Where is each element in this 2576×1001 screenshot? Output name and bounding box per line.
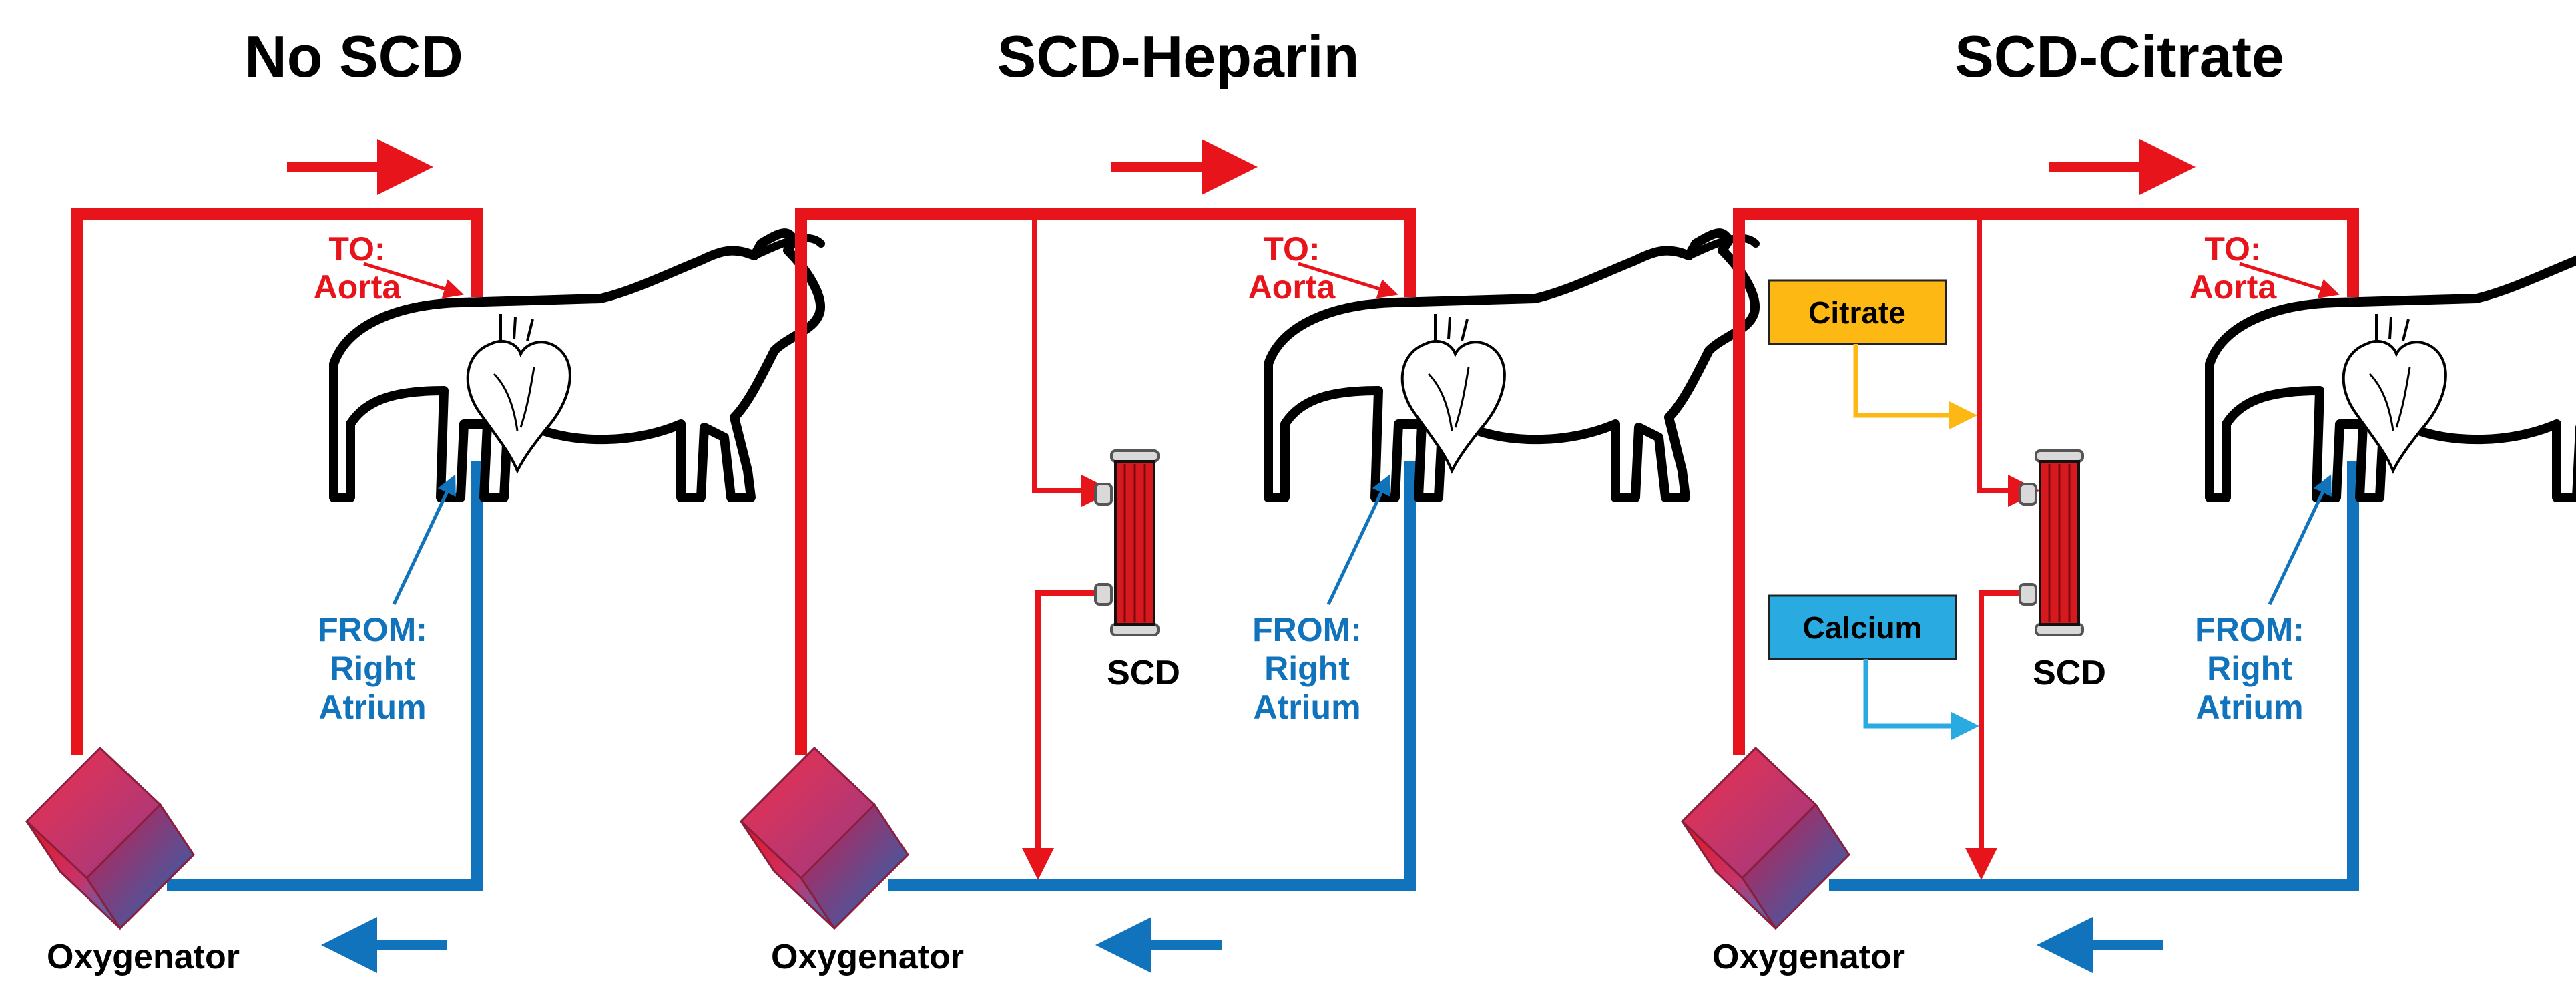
to-label-line2: Aorta	[1248, 268, 1336, 306]
scd-inlet-line	[1977, 214, 2040, 507]
from-pointer	[2268, 474, 2332, 606]
panel-scd-heparin: SCD-Heparin SCD TO: Aorta FROM: Right At…	[740, 23, 1756, 976]
arterial-line	[795, 208, 1416, 755]
cow-icon	[1268, 233, 1756, 497]
to-label-line2: Aorta	[314, 268, 402, 306]
from-label-line1: FROM:	[318, 611, 427, 648]
calcium-box	[1768, 594, 1957, 660]
arterial-line	[1733, 208, 2359, 755]
to-pointer	[2239, 262, 2340, 298]
from-pointer	[1326, 474, 1390, 606]
from-pointer	[392, 474, 456, 606]
scd-filter-icon	[2019, 449, 2084, 636]
scd-filter-icon	[1094, 449, 1160, 636]
from-label-line1: FROM:	[2195, 611, 2304, 648]
oxygenator-label: Oxygenator	[47, 938, 240, 976]
from-label-line2: Right	[2207, 650, 2292, 687]
panel-title: No SCD	[244, 23, 463, 89]
scd-inlet-line	[1032, 214, 1113, 507]
panel-title: SCD-Citrate	[1955, 23, 2284, 89]
from-label-line3: Atrium	[1253, 688, 1360, 726]
calcium-line	[1863, 659, 1979, 740]
to-label-line1: TO:	[2204, 230, 2261, 268]
scd-outlet-line	[1965, 590, 2035, 880]
panel-no-scd: No SCD TO: Aorta FROM: Right Atrium Oxyg…	[25, 23, 821, 976]
cow-icon	[334, 233, 821, 497]
from-label-line2: Right	[1264, 650, 1350, 687]
scd-outlet-line	[1022, 590, 1108, 880]
from-label-line3: Atrium	[318, 688, 426, 726]
calcium-label: Calcium	[1803, 610, 1922, 645]
scd-label: SCD	[2033, 654, 2106, 692]
from-label-line3: Atrium	[2196, 688, 2303, 726]
arterial-line	[71, 208, 483, 755]
panel-scd-citrate: SCD-Citrate Citrate Calcium SCD TO: Aort…	[1681, 23, 2576, 976]
from-label-line2: Right	[330, 650, 415, 687]
to-pointer	[363, 262, 464, 298]
oxygenator-cube-icon	[25, 747, 195, 930]
to-label-line2: Aorta	[2189, 268, 2278, 306]
panel-title: SCD-Heparin	[997, 23, 1360, 89]
venous-line	[1829, 461, 2359, 891]
scd-label: SCD	[1107, 654, 1180, 692]
citrate-label: Citrate	[1808, 295, 1906, 330]
citrate-box	[1768, 279, 1947, 345]
citrate-line	[1853, 344, 1977, 429]
to-label-line1: TO:	[328, 230, 385, 268]
from-label-line1: FROM:	[1252, 611, 1362, 648]
oxygenator-cube-icon	[740, 747, 909, 930]
oxygenator-label: Oxygenator	[1712, 938, 1905, 976]
to-label-line1: TO:	[1263, 230, 1320, 268]
venous-line	[167, 461, 483, 891]
oxygenator-label: Oxygenator	[771, 938, 964, 976]
venous-line	[888, 461, 1416, 891]
to-pointer	[1298, 262, 1398, 298]
oxygenator-cube-icon	[1681, 747, 1850, 930]
